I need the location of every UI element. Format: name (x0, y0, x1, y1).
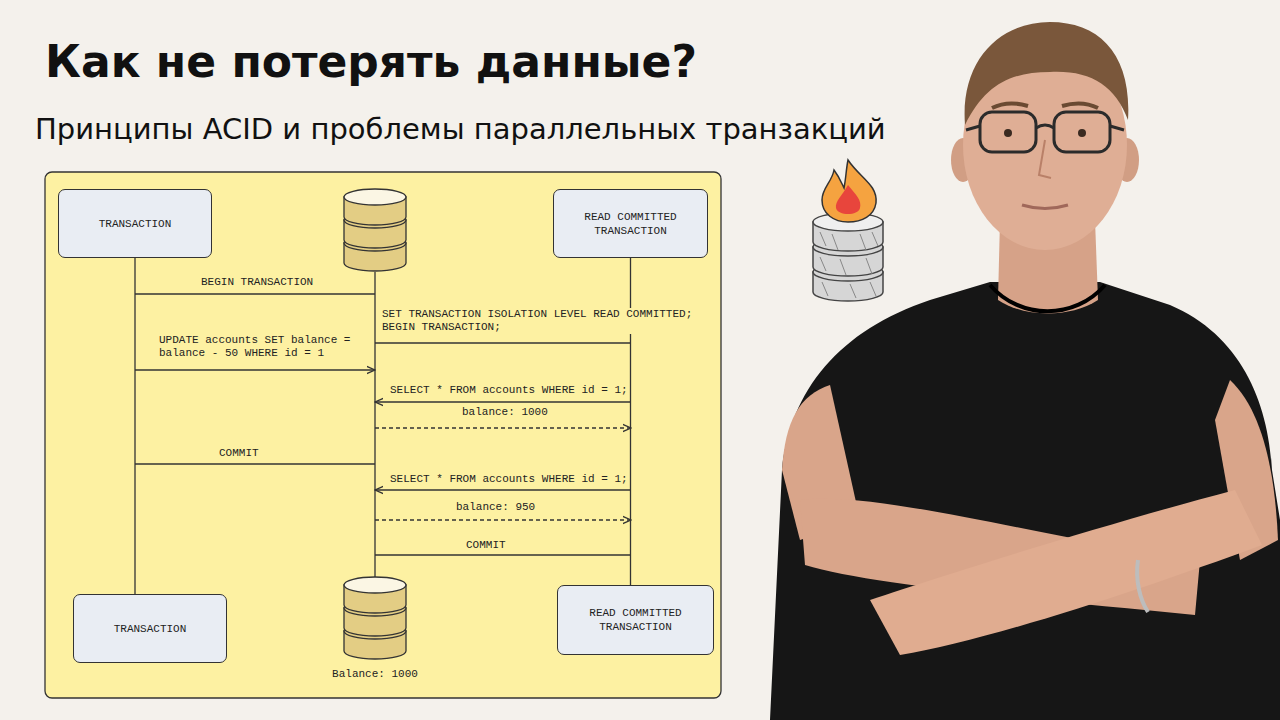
database-cylinder-outline (340, 575, 410, 663)
lifeline (134, 258, 135, 594)
burning-database-icon (820, 232, 878, 298)
participant-box: READ COMMITTED TRANSACTION (557, 585, 714, 655)
title: Как не потерять данные? (45, 36, 697, 87)
database-lifeline (374, 272, 375, 578)
diagram-panel (45, 172, 721, 698)
presenter-photo (1039, 140, 1051, 178)
burning-database-icon (813, 160, 883, 301)
subtitle: Принципы ACID и проблемы параллельных тр… (35, 112, 886, 146)
request-arrow (375, 342, 631, 343)
message-label: UPDATE accounts SET balance = balance - … (158, 334, 360, 360)
message-label: SELECT * FROM accounts WHERE id = 1; (389, 384, 629, 397)
message-label: SELECT * FROM accounts WHERE id = 1; (389, 473, 629, 486)
request-arrow (375, 554, 631, 555)
request-arrow (135, 369, 375, 370)
presenter-photo (990, 285, 1105, 311)
participant-box: READ COMMITTED TRANSACTION (553, 189, 708, 258)
message-label: COMMIT (465, 539, 507, 552)
database-cylinder: Balance: 1000 (303, 575, 447, 687)
request-arrow (135, 463, 375, 464)
presenter-photo (770, 282, 1280, 720)
message-label: BEGIN TRANSACTION (200, 276, 314, 289)
request-arrow (375, 489, 631, 490)
presenter-photo (1078, 129, 1086, 137)
node-label: READ COMMITTED TRANSACTION (571, 606, 701, 634)
response-arrow (375, 427, 631, 428)
presenter-photo (965, 22, 1129, 125)
presenter-photo (980, 112, 1036, 152)
message-label: SET TRANSACTION ISOLATION LEVEL READ COM… (381, 308, 703, 334)
request-arrow (135, 293, 375, 294)
database-cylinder-outline (344, 577, 406, 593)
message-label: balance: 950 (455, 501, 536, 514)
participant-box: TRANSACTION (58, 189, 212, 258)
request-arrow (375, 401, 631, 402)
node-label: TRANSACTION (99, 217, 172, 231)
presenter-photo (1022, 205, 1068, 209)
presenter-photo (870, 490, 1262, 655)
burning-database-icon (822, 160, 876, 222)
participant-box: TRANSACTION (73, 594, 227, 663)
presenter-photo (1054, 112, 1110, 152)
database-icon (344, 189, 406, 205)
presenter-photo (992, 103, 1098, 108)
message-label: balance: 1000 (461, 406, 549, 419)
burning-database-icon (836, 185, 860, 214)
presenter-photo (1137, 560, 1148, 612)
presenter-photo (966, 125, 1124, 130)
presenter-photo (1004, 129, 1012, 137)
node-label: TRANSACTION (114, 622, 187, 636)
message-label: COMMIT (218, 447, 260, 460)
response-arrow (375, 519, 631, 520)
database-icon (344, 189, 406, 271)
node-label: READ COMMITTED TRANSACTION (566, 210, 696, 238)
node-label: Balance: 1000 (303, 667, 447, 681)
